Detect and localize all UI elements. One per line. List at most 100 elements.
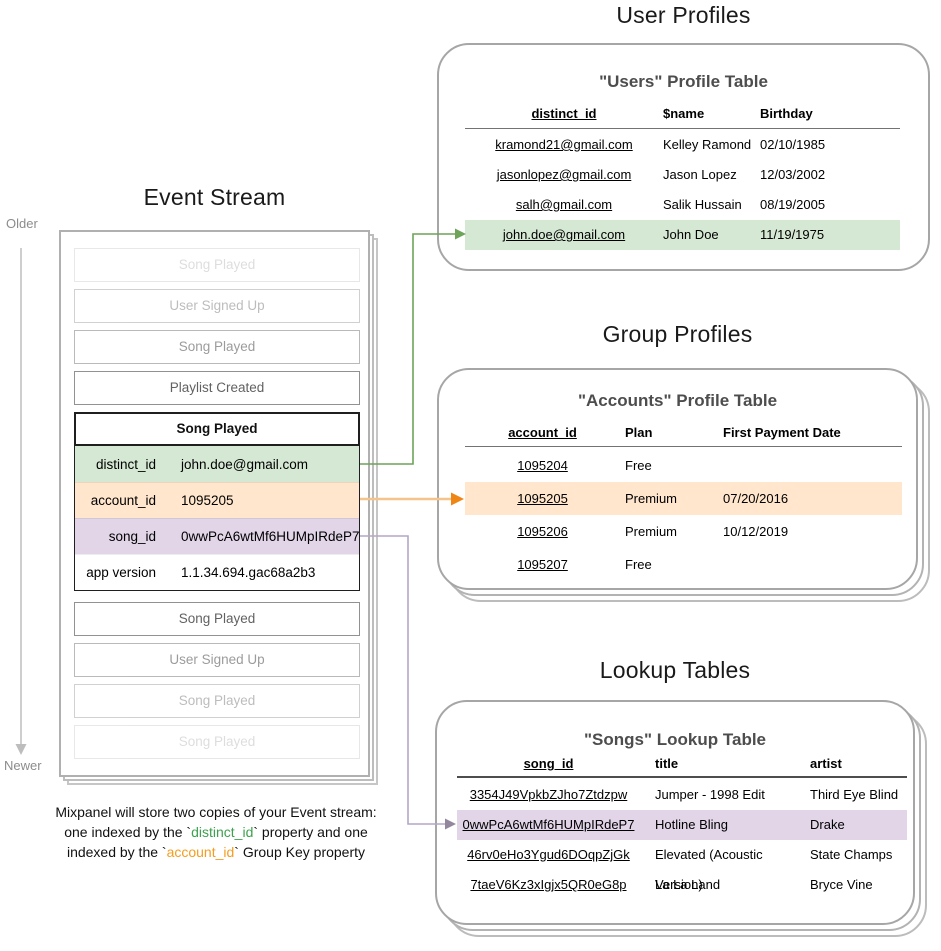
cell-song-id: 0wwPcA6wtMf6HUMpIRdeP7 bbox=[462, 817, 635, 832]
cell-title: Jumper - 1998 Edit bbox=[655, 787, 765, 802]
cell-artist: State Champs bbox=[810, 847, 893, 862]
timeline-newer-label: Newer bbox=[4, 758, 42, 773]
cell-song-id: 7taeV6Kz3xIgjx5QR0eG8p bbox=[470, 877, 627, 892]
table-row: kramond21@gmail.com Kelley Ramond 02/10/… bbox=[465, 130, 900, 160]
cell-title: La La Land bbox=[655, 877, 721, 892]
group-profiles-title: Group Profiles bbox=[602, 321, 753, 347]
event-row-faded: User Signed Up bbox=[74, 643, 360, 677]
cell-artist: Bryce Vine bbox=[810, 877, 873, 892]
cell-name: John Doe bbox=[663, 227, 719, 242]
songs-table-header: song_id title artist bbox=[457, 753, 907, 775]
event-row-faded: Song Played bbox=[74, 330, 360, 364]
cell-name: Kelley Ramond bbox=[663, 137, 752, 152]
cell-title: Elevated (Acoustic Version) bbox=[655, 847, 763, 892]
cell-first-payment: 10/12/2019 bbox=[723, 524, 789, 539]
cell-plan: Premium bbox=[625, 524, 678, 539]
property-key: song_id bbox=[108, 529, 156, 544]
cell-account-id: 1095206 bbox=[517, 524, 568, 539]
caption: Mixpanel will store two copies of your E… bbox=[16, 802, 416, 862]
table-row: salh@gmail.com Salik Hussain 08/19/2005 bbox=[465, 190, 900, 220]
column-header: distinct_id bbox=[531, 106, 597, 121]
table-row: 7taeV6Kz3xIgjx5QR0eG8p La La Land Bryce … bbox=[457, 870, 907, 900]
table-row: 3354J49VpkbZJho7Ztdzpw Jumper - 1998 Edi… bbox=[457, 780, 907, 810]
cell-name: Salik Hussain bbox=[663, 197, 742, 212]
caption-line-3: indexed by the `account_id` Group Key pr… bbox=[16, 842, 416, 862]
caption-line-1: Mixpanel will store two copies of your E… bbox=[55, 804, 377, 820]
focal-event-title: Song Played bbox=[74, 412, 360, 446]
column-header: artist bbox=[810, 756, 842, 771]
cell-birthday: 12/03/2002 bbox=[760, 167, 826, 182]
table-row: 1095206 Premium 10/12/2019 bbox=[465, 515, 902, 548]
caption-account-id-code: account_id bbox=[166, 844, 235, 860]
column-header: $name bbox=[663, 106, 705, 121]
property-value: john.doe@gmail.com bbox=[181, 456, 309, 472]
cell-song-id: 3354J49VpkbZJho7Ztdzpw bbox=[469, 787, 628, 802]
lookup-tables-title: Lookup Tables bbox=[599, 657, 751, 683]
property-value: 0wwPcA6wtMf6HUMpIRdeP7 bbox=[181, 529, 360, 544]
table-row: 1095204 Free bbox=[465, 449, 902, 482]
table-row: jasonlopez@gmail.com Jason Lopez 12/03/2… bbox=[465, 160, 900, 190]
caption-text: indexed by the ` bbox=[66, 844, 167, 860]
cell-account-id: 1095204 bbox=[517, 458, 568, 473]
table-row: 1095207 Free bbox=[465, 548, 902, 581]
cell-first-payment bbox=[720, 449, 902, 482]
cell-account-id: 1095207 bbox=[517, 557, 568, 572]
focal-event-card: Song Played distinct_id john.doe@gmail.c… bbox=[74, 412, 360, 591]
user-profiles-title: User Profiles bbox=[616, 2, 751, 28]
timeline-arrow bbox=[15, 248, 27, 755]
caption-distinct-id-code: distinct_id bbox=[191, 824, 254, 840]
cell-birthday: 08/19/2005 bbox=[760, 197, 826, 212]
table-row-highlighted: 0wwPcA6wtMf6HUMpIRdeP7 Hotline Bling Dra… bbox=[457, 810, 907, 840]
event-stream-title: Event Stream bbox=[143, 184, 286, 210]
cell-birthday: 02/10/1985 bbox=[760, 137, 826, 152]
users-table-title: "Users" Profile Table bbox=[599, 72, 768, 91]
caption-text: ` Group Key property bbox=[234, 844, 366, 860]
cell-distinct-id: john.doe@gmail.com bbox=[502, 227, 626, 242]
property-key: app version bbox=[86, 565, 156, 580]
column-header: title bbox=[655, 756, 679, 771]
songs-table-title: "Songs" Lookup Table bbox=[583, 730, 767, 749]
accounts-table-title: "Accounts" Profile Table bbox=[577, 391, 778, 410]
cell-song-id: 46rv0eHo3Ygud6DOqpZjGk bbox=[467, 847, 630, 862]
users-table-header: distinct_id $name Birthday bbox=[465, 103, 900, 125]
property-row-distinct-id: distinct_id john.doe@gmail.com bbox=[75, 446, 359, 482]
cell-distinct-id: kramond21@gmail.com bbox=[495, 137, 633, 152]
column-header: song_id bbox=[523, 756, 574, 771]
cell-name: Jason Lopez bbox=[663, 167, 737, 182]
cell-first-payment bbox=[720, 548, 902, 581]
property-value: 1.1.34.694.gac68a2b3 bbox=[181, 565, 316, 580]
cell-plan: Free bbox=[625, 458, 652, 473]
cell-artist: Third Eye Blind bbox=[810, 787, 899, 802]
property-row-song-id: song_id 0wwPcA6wtMf6HUMpIRdeP7 bbox=[75, 518, 360, 554]
cell-distinct-id: jasonlopez@gmail.com bbox=[496, 167, 632, 182]
table-row: 46rv0eHo3Ygud6DOqpZjGk Elevated (Acousti… bbox=[457, 840, 907, 900]
table-row-highlighted: 1095205 Premium 07/20/2016 bbox=[465, 482, 902, 515]
event-row-faded: Song Played bbox=[74, 602, 360, 636]
property-value: 1095205 bbox=[181, 493, 234, 508]
event-row-faded: Song Played bbox=[74, 684, 360, 718]
property-row-app-version: app version 1.1.34.694.gac68a2b3 bbox=[75, 554, 359, 590]
column-header: account_id bbox=[508, 425, 577, 440]
cell-birthday: 11/19/1975 bbox=[760, 227, 825, 242]
cell-title: Hotline Bling bbox=[655, 817, 728, 832]
accounts-table-divider bbox=[465, 446, 902, 447]
event-row-faded: Song Played bbox=[74, 248, 360, 282]
cell-distinct-id: salh@gmail.com bbox=[515, 197, 613, 212]
event-row-faded: User Signed Up bbox=[74, 289, 360, 323]
caption-text: ` property and one bbox=[253, 824, 368, 840]
event-row-faded: Song Played bbox=[74, 725, 360, 759]
event-stream-panel: Song Played User Signed Up Song Played P… bbox=[59, 230, 370, 777]
column-header: Birthday bbox=[760, 106, 813, 121]
column-header: First Payment Date bbox=[723, 425, 841, 440]
accounts-table-header: account_id Plan First Payment Date bbox=[465, 422, 902, 444]
cell-first-payment: 07/20/2016 bbox=[723, 491, 789, 506]
cell-account-id: 1095205 bbox=[517, 491, 568, 506]
cell-plan: Free bbox=[625, 557, 652, 572]
caption-text: one indexed by the ` bbox=[64, 824, 192, 840]
table-row-highlighted: john.doe@gmail.com John Doe 11/19/1975 bbox=[465, 220, 900, 250]
event-row-faded: Playlist Created bbox=[74, 371, 360, 405]
property-key: account_id bbox=[90, 493, 156, 508]
caption-line-2: one indexed by the `distinct_id` propert… bbox=[16, 822, 416, 842]
timeline-older-label: Older bbox=[6, 216, 38, 231]
